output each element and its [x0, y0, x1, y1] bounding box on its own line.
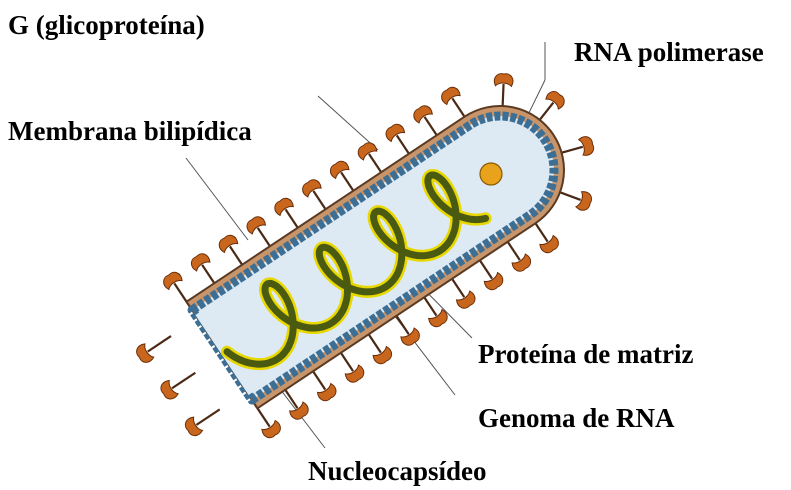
label-matrix-protein: Proteína de matriz — [478, 341, 693, 368]
label-glycoprotein: G (glicoproteína) — [8, 12, 205, 39]
spike-head-14 — [355, 140, 377, 161]
spike-head-12 — [328, 159, 350, 180]
spike-head-10 — [300, 177, 322, 198]
label-rna-polymerase: RNA polimerase — [574, 39, 764, 66]
spike-head-15 — [455, 290, 477, 311]
label-membrane: Membrana bilipídica — [8, 118, 252, 145]
rna-polymerase-particle — [480, 163, 502, 185]
spike-head-0 — [161, 270, 183, 291]
spike-head-11 — [400, 327, 422, 348]
spike-head-17 — [483, 272, 505, 293]
spike-head-7 — [344, 364, 366, 385]
spike-head-8 — [272, 196, 294, 217]
spike-stem-27 — [172, 373, 195, 389]
spike-head-2 — [189, 251, 211, 272]
spike-head-27 — [158, 379, 179, 401]
spike-head-24 — [545, 89, 567, 110]
spike-head-28 — [134, 343, 155, 365]
spike-head-5 — [316, 383, 338, 404]
spike-stem-28 — [148, 336, 171, 352]
label-nucleocapsid: Nucleocapsídeo — [308, 458, 487, 485]
spike-head-26 — [183, 416, 204, 438]
spike-head-20 — [439, 85, 461, 106]
spike-head-22 — [576, 191, 594, 213]
spike-head-4 — [216, 233, 238, 254]
spike-head-9 — [372, 346, 394, 367]
spike-head-1 — [261, 420, 283, 441]
spike-head-23 — [578, 135, 595, 156]
spike-head-21 — [539, 235, 561, 256]
spike-head-18 — [411, 103, 433, 124]
spike-head-19 — [511, 253, 533, 274]
label-rna-genome: Genoma de RNA — [478, 405, 675, 432]
leader-glycoprotein — [318, 96, 378, 150]
spike-head-16 — [383, 122, 405, 143]
spike-stem-26 — [196, 409, 219, 425]
leader-membrane — [186, 158, 248, 240]
spike-head-6 — [244, 214, 266, 235]
